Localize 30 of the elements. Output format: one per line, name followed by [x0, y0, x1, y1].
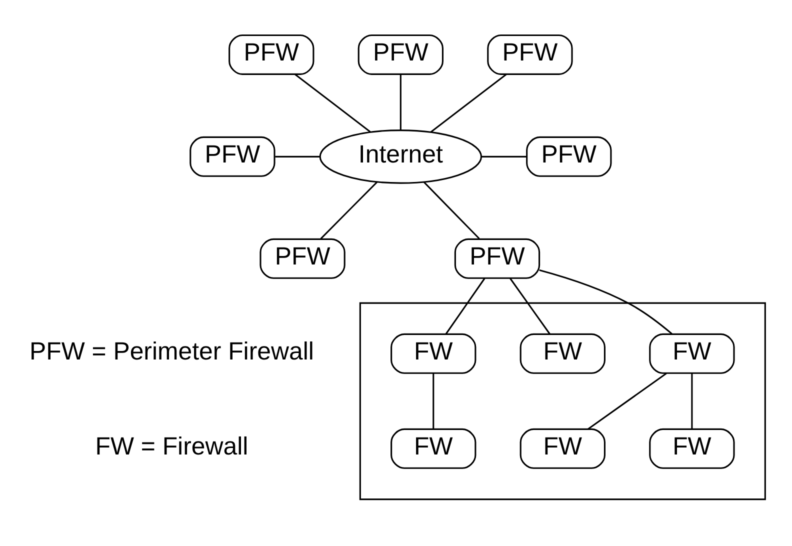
connector: [400, 74, 402, 130]
label: PFW = Perimeter Firewall: [30, 337, 314, 366]
node-box: PFW: [454, 238, 540, 278]
connector: [320, 181, 378, 239]
node-box: PFW: [526, 136, 612, 176]
connector: [588, 372, 667, 430]
connector: [539, 268, 672, 334]
node-box: FW: [390, 332, 476, 374]
node-box: FW: [520, 428, 606, 468]
node-box: FW: [649, 428, 735, 468]
connector: [294, 73, 371, 132]
connector: [691, 372, 693, 429]
cluster: [359, 302, 766, 500]
node-box: FW: [390, 428, 476, 468]
connector: [432, 372, 434, 429]
connector: [275, 155, 320, 157]
node-box: PFW: [358, 34, 444, 74]
node-box: PFW: [190, 136, 276, 176]
connector: [445, 277, 486, 334]
node-box: PFW: [260, 238, 346, 278]
node-box: FW: [520, 332, 606, 374]
node-ellipse: Internet: [319, 129, 482, 184]
label: FW = Firewall: [95, 432, 248, 460]
node-box: FW: [649, 332, 735, 374]
connector: [430, 73, 507, 132]
node-box: PFW: [487, 34, 573, 74]
connector: [424, 181, 480, 239]
connector: [482, 155, 527, 157]
connector: [510, 277, 550, 334]
node-box: PFW: [228, 34, 314, 74]
